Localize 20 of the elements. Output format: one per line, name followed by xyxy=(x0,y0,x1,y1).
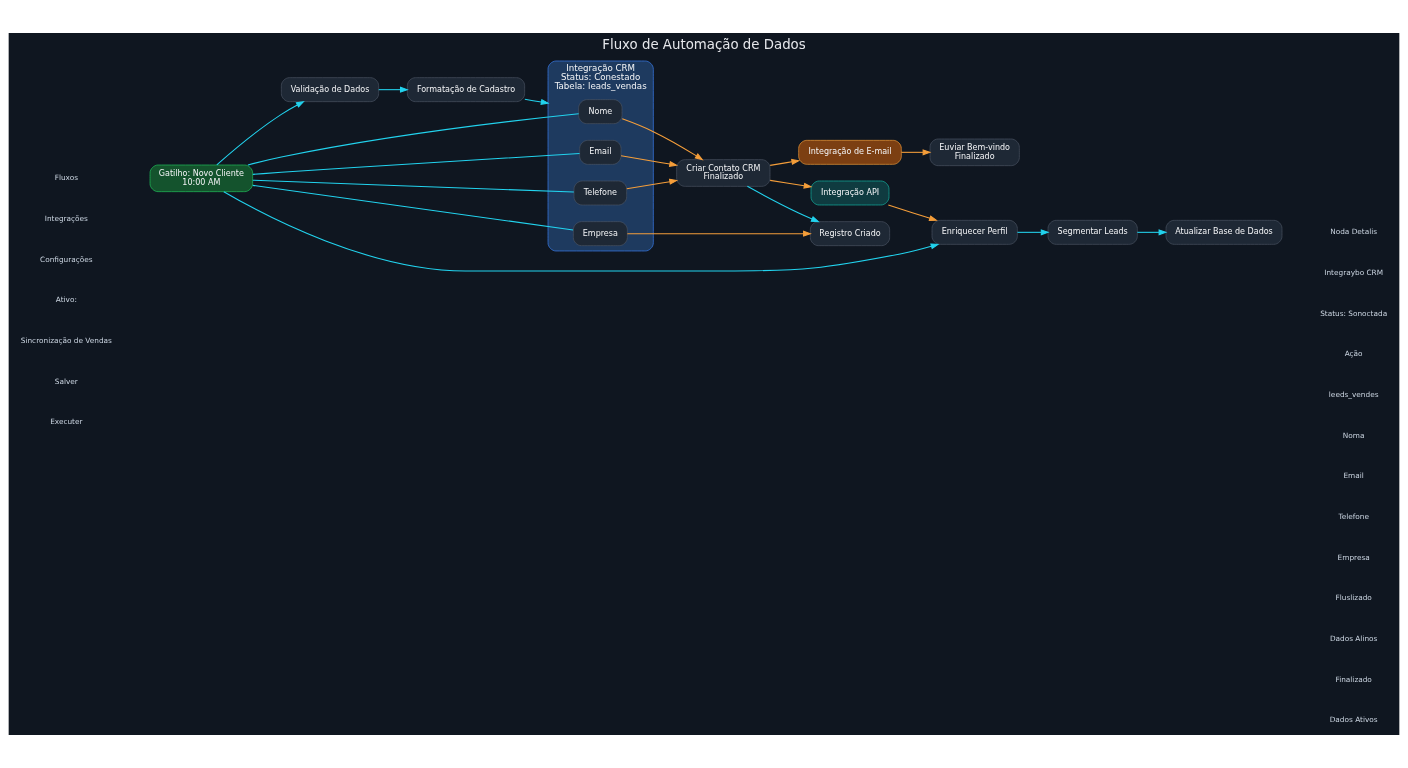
arrow xyxy=(900,149,932,156)
arrow xyxy=(524,98,550,105)
connector xyxy=(252,179,575,193)
arrow xyxy=(769,179,813,189)
arrow xyxy=(887,204,938,222)
arrow xyxy=(626,230,812,237)
arrow xyxy=(378,86,409,93)
connector xyxy=(252,184,574,231)
arrow xyxy=(223,191,940,272)
connector xyxy=(252,152,581,175)
arrow xyxy=(769,158,801,166)
arrow xyxy=(216,101,305,166)
arrow xyxy=(621,118,704,161)
arrow xyxy=(1016,229,1050,236)
connector xyxy=(247,113,580,166)
arrow xyxy=(626,178,679,190)
arrow xyxy=(1136,229,1168,236)
arrow xyxy=(620,155,679,167)
arrow xyxy=(746,185,820,223)
diagram-title: Fluxo de Automação de Dados xyxy=(602,37,806,52)
